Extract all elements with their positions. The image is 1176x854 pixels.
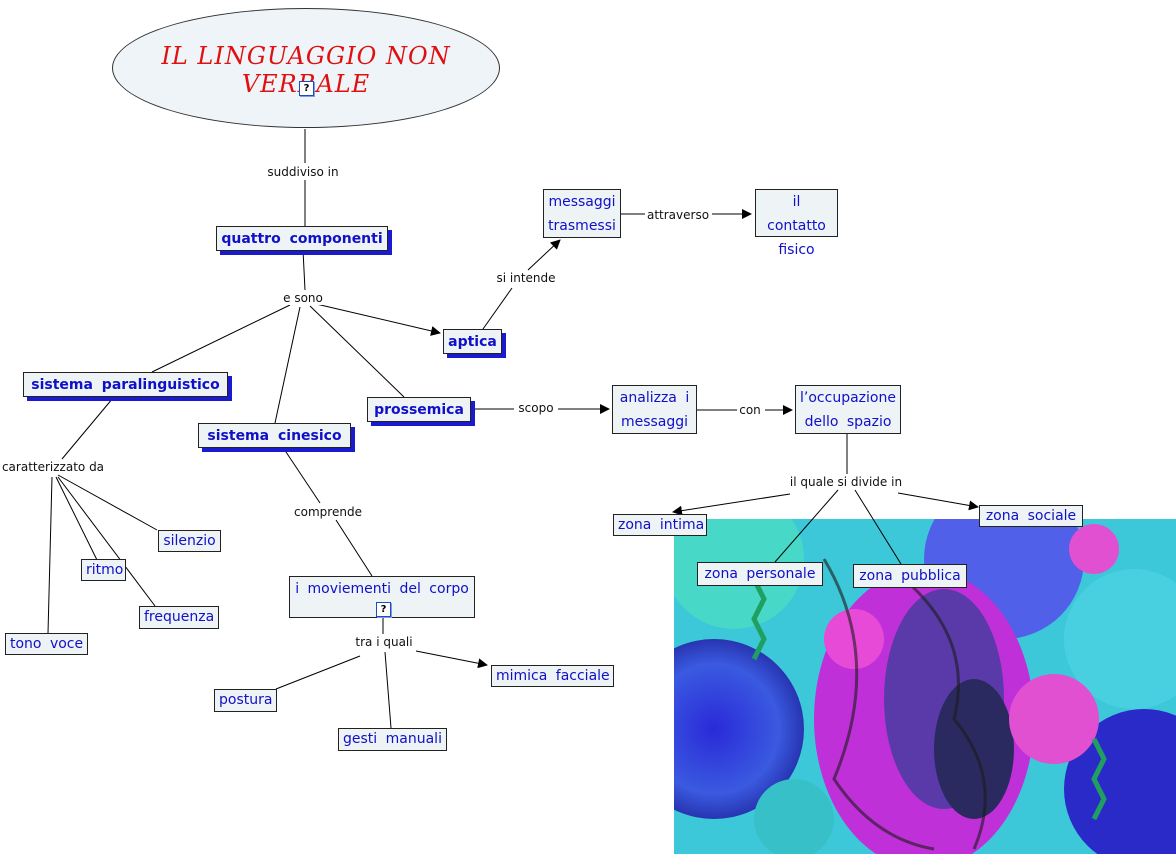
node-aptica[interactable]: aptica <box>443 329 502 354</box>
link-arrow <box>527 239 561 271</box>
link-line <box>482 287 513 330</box>
node-prossemica[interactable]: prossemica <box>367 397 471 422</box>
link-line <box>854 489 902 565</box>
link-arrow <box>672 493 791 516</box>
link-label-attraverso: attraverso <box>644 208 712 222</box>
node-contatto-fisico[interactable]: il contatto fisico <box>755 189 838 258</box>
link-arrow <box>897 492 979 511</box>
node-quattro-componenti[interactable]: quattro componenti <box>216 226 388 251</box>
link-label-e-sono: e sono <box>281 291 325 305</box>
link-line <box>57 474 158 531</box>
node-ritmo[interactable]: ritmo <box>81 559 126 581</box>
node-gesti-manuali[interactable]: gesti manuali <box>338 728 447 751</box>
node-movimenti-corpo-label: i moviementi del corpo <box>295 581 469 597</box>
link-label-suddiviso-in: suddiviso in <box>265 165 341 179</box>
link-line <box>274 306 301 424</box>
link-arrow <box>311 302 441 336</box>
node-sistema-cinesico[interactable]: sistema cinesico <box>198 423 351 448</box>
question-doc-icon[interactable]: ? <box>299 81 314 96</box>
node-sistema-paralinguistico[interactable]: sistema paralinguistico <box>23 372 228 397</box>
link-line <box>384 651 392 729</box>
node-zona-sociale[interactable]: zona sociale <box>979 505 1083 527</box>
question-doc-icon[interactable]: ? <box>376 602 391 617</box>
link-line <box>47 476 53 634</box>
link-line <box>283 448 321 504</box>
link-line <box>57 476 156 607</box>
node-silenzio[interactable]: silenzio <box>158 530 221 552</box>
link-line <box>55 476 98 561</box>
node-mimica-facciale[interactable]: mimica facciale <box>491 665 614 687</box>
node-zona-personale[interactable]: zona personale <box>697 562 823 586</box>
node-postura[interactable]: postura <box>214 689 277 712</box>
link-arrow <box>415 650 488 669</box>
node-messaggi-trasmessi[interactable]: messaggi trasmessi <box>543 189 621 238</box>
link-line <box>61 397 114 460</box>
node-analizza-messaggi[interactable]: analizza i messaggi <box>612 385 697 434</box>
node-tono-voce[interactable]: tono voce <box>5 633 88 655</box>
link-label-si-intende: si intende <box>494 271 558 285</box>
link-line <box>275 655 361 690</box>
link-line <box>335 519 373 577</box>
link-label-con: con <box>737 403 763 417</box>
node-zona-pubblica[interactable]: zona pubblica <box>853 564 967 588</box>
node-occupazione-spazio[interactable]: l’occupazione dello spazio <box>795 385 901 434</box>
link-line <box>309 305 405 398</box>
link-line <box>151 304 291 373</box>
link-label-tra-i-quali: tra i quali <box>353 635 415 649</box>
node-zona-intima[interactable]: zona intima <box>613 514 707 536</box>
node-frequenza[interactable]: frequenza <box>139 606 219 629</box>
link-label-caratterizzato-da: caratterizzato da <box>0 460 107 474</box>
link-line <box>774 489 839 563</box>
link-label-comprende: comprende <box>292 505 364 519</box>
title-node[interactable] <box>112 8 500 128</box>
link-label-scopo: scopo <box>516 401 556 415</box>
link-line <box>302 249 306 291</box>
link-label-il-quale-si-divide-in: il quale si divide in <box>787 475 905 489</box>
